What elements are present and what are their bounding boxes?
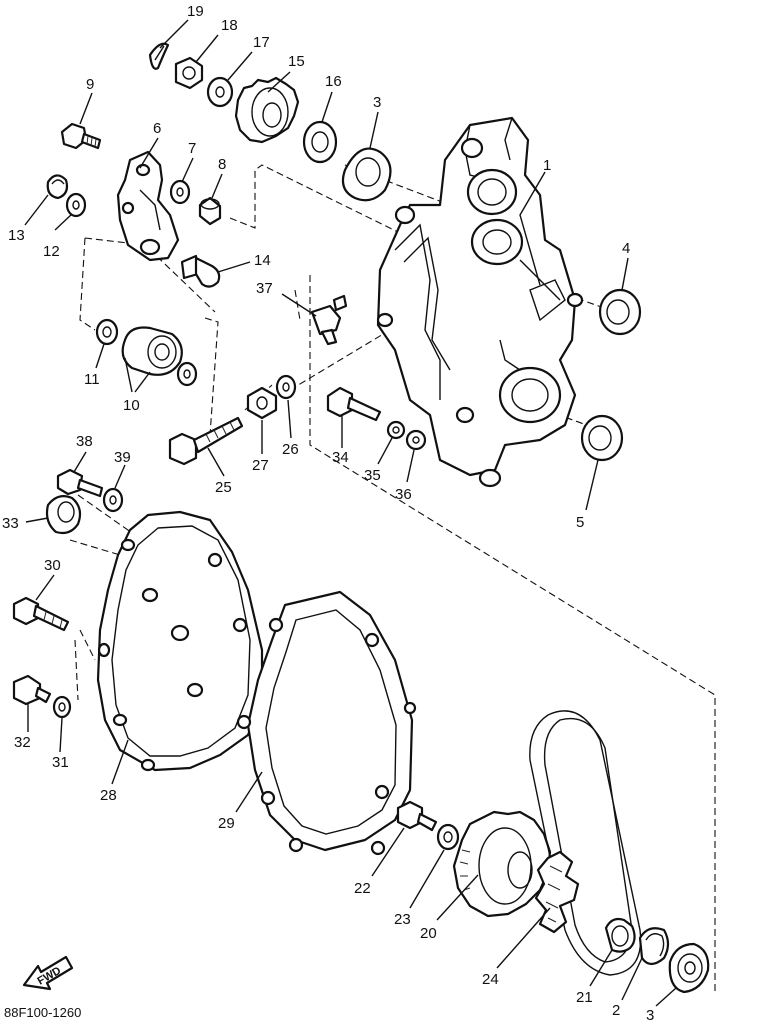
callout-10: 10 (123, 397, 140, 414)
washer-12 (65, 192, 87, 218)
washer-17 (206, 76, 234, 108)
gasket-29 (236, 590, 417, 856)
pin-14 (180, 254, 221, 288)
oil-seal-5 (580, 414, 624, 462)
callout-15: 15 (288, 53, 305, 70)
callout-20: 20 (420, 925, 437, 942)
callout-26: 26 (282, 441, 299, 458)
sprocket-20 (452, 810, 552, 918)
washer-39 (102, 487, 124, 513)
bearing-10 (121, 326, 183, 376)
bracket-6 (116, 150, 180, 262)
callout-1: 1 (543, 157, 551, 174)
callout-9: 9 (86, 76, 94, 93)
bearing-3-bottom (668, 942, 710, 994)
callout-13: 13 (8, 227, 25, 244)
callout-11: 11 (84, 371, 100, 388)
callout-21: 21 (576, 989, 593, 1006)
bushing-16 (302, 120, 338, 164)
callout-3-top: 3 (373, 94, 381, 111)
callout-38: 38 (76, 433, 93, 450)
clip-13 (46, 174, 69, 200)
fwd-arrow: FWD (22, 955, 74, 991)
washer-10b (176, 361, 198, 387)
crankcase-cover (376, 116, 584, 488)
washer-26 (275, 374, 297, 400)
collar-8 (198, 196, 222, 226)
washer-7 (169, 179, 191, 205)
callout-8: 8 (218, 156, 226, 173)
cover-plate-28 (96, 510, 264, 772)
callout-34: 34 (332, 449, 349, 466)
callout-29: 29 (218, 815, 235, 832)
callout-4: 4 (622, 240, 630, 257)
washer-23 (436, 823, 460, 851)
bearing-3-top (341, 147, 392, 202)
washer-31 (52, 695, 72, 719)
circlip-2 (638, 927, 670, 966)
callout-23: 23 (394, 911, 411, 928)
callout-28: 28 (100, 787, 117, 804)
callout-32: 32 (14, 734, 31, 751)
fitting-37 (310, 294, 348, 346)
callout-5: 5 (576, 514, 584, 531)
callout-3-bottom: 3 (646, 1007, 654, 1024)
callout-25: 25 (215, 479, 232, 496)
callout-17: 17 (253, 34, 270, 51)
callout-35: 35 (364, 467, 381, 484)
grommet-33 (45, 495, 82, 535)
bolt-22 (396, 800, 438, 832)
callout-6: 6 (153, 120, 161, 137)
bolt-38 (56, 468, 104, 498)
nut-35 (386, 420, 406, 440)
figure-code: 88F100-1260 (4, 1005, 81, 1020)
bolt-25 (168, 416, 244, 466)
bolt-34 (326, 386, 382, 422)
callout-36: 36 (395, 486, 412, 503)
leader-lines (24, 19, 677, 1007)
callout-33: 33 (2, 515, 19, 532)
callout-12: 12 (43, 243, 60, 260)
cotter-pin-19 (148, 42, 170, 70)
callout-18: 18 (221, 17, 238, 34)
oil-seal-4 (598, 288, 642, 336)
nut-18 (174, 56, 204, 90)
callout-2: 2 (612, 1002, 620, 1019)
bolt-9 (60, 122, 102, 150)
callout-labels: 19 18 17 15 16 3 1 4 5 6 7 8 9 13 12 14 … (2, 3, 654, 1024)
callout-16: 16 (325, 73, 342, 90)
callout-39: 39 (114, 449, 131, 466)
callout-14: 14 (254, 252, 271, 269)
callout-24: 24 (482, 971, 499, 988)
nut-27 (246, 386, 278, 420)
sprocket-15 (234, 76, 300, 144)
collar-21 (604, 917, 636, 953)
callout-19: 19 (187, 3, 204, 20)
callout-31: 31 (52, 754, 69, 771)
washer-11 (95, 318, 119, 346)
washer-36 (405, 429, 427, 451)
callout-27: 27 (252, 457, 269, 474)
callout-22: 22 (354, 880, 371, 897)
bolt-30 (12, 596, 70, 632)
bolt-32 (12, 674, 52, 706)
callout-30: 30 (44, 557, 61, 574)
callout-37: 37 (256, 280, 273, 297)
callout-7: 7 (188, 140, 196, 157)
